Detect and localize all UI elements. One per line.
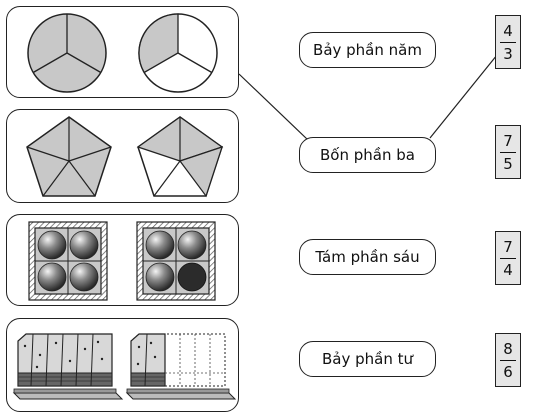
- spheres-four-full: [28, 221, 108, 301]
- label-bon-phan-ba[interactable]: Bốn phần ba: [299, 137, 436, 173]
- numerator: 8: [503, 339, 513, 358]
- panel-boards: [6, 318, 239, 412]
- numerator: 7: [503, 131, 513, 150]
- label-text: Bảy phần tư: [321, 350, 413, 368]
- denominator: 4: [503, 260, 513, 279]
- fraction-bar: [500, 257, 516, 259]
- circle-thirds-full: [27, 13, 107, 93]
- fraction-box-1[interactable]: 4 3: [495, 15, 521, 69]
- fraction-bar: [500, 151, 516, 153]
- fraction-box-4[interactable]: 8 6: [495, 333, 521, 387]
- panel-pentagons: [6, 109, 239, 203]
- numerator: 7: [503, 237, 513, 256]
- pentagon-fifths-full: [26, 116, 112, 197]
- label-bay-phan-nam[interactable]: Bảy phần năm: [299, 32, 436, 68]
- fraction-bar: [500, 359, 516, 361]
- spheres-three-plus-dark: [136, 221, 216, 301]
- label-bay-phan-tu[interactable]: Bảy phần tư: [299, 341, 436, 377]
- label-text: Bốn phần ba: [320, 146, 415, 164]
- board-partial: [125, 333, 237, 400]
- pentagon-fifths-partial: [136, 116, 224, 198]
- label-tam-phan-sau[interactable]: Tám phần sáu: [299, 239, 436, 275]
- denominator: 3: [503, 44, 513, 63]
- denominator: 6: [503, 362, 513, 381]
- panel-circles: [6, 6, 239, 98]
- label-text: Bảy phần năm: [313, 41, 422, 59]
- denominator: 5: [503, 154, 513, 173]
- numerator: 4: [503, 21, 513, 40]
- circle-thirds-one-third: [138, 13, 218, 93]
- fraction-bar: [500, 41, 516, 43]
- label-text: Tám phần sáu: [315, 248, 420, 266]
- board-full: [12, 333, 124, 400]
- panel-spheres: [6, 214, 239, 306]
- fraction-box-3[interactable]: 7 4: [495, 231, 521, 285]
- fraction-box-2[interactable]: 7 5: [495, 125, 521, 179]
